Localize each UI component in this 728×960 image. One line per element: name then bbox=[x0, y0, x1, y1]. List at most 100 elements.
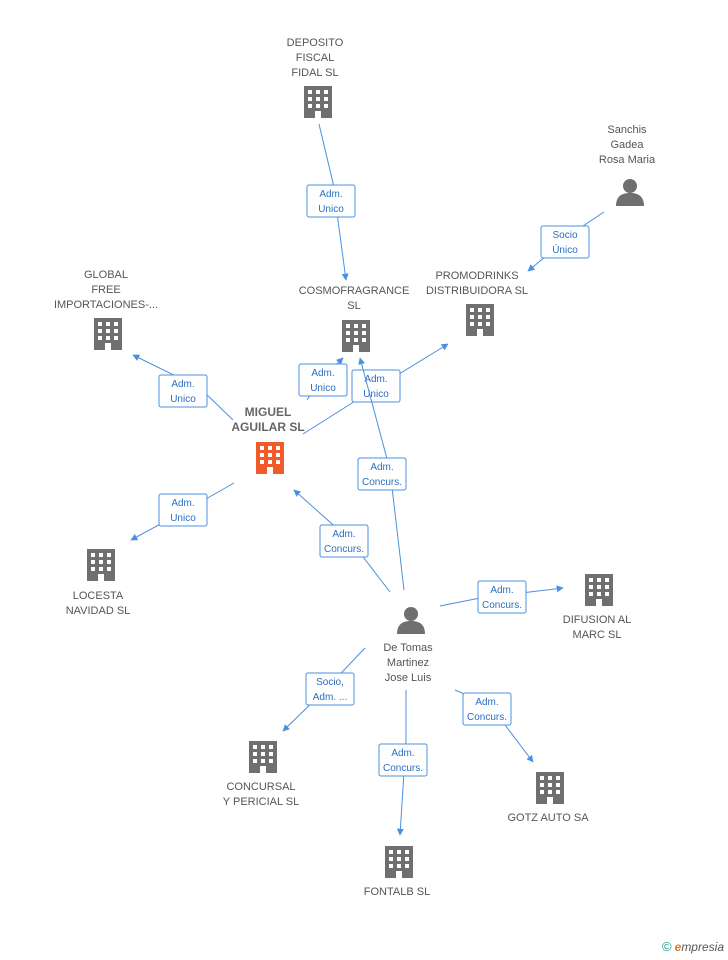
node-label-line: Sanchis bbox=[607, 124, 647, 136]
edge-label-line: Concurs. bbox=[324, 544, 364, 555]
edge-line bbox=[318, 123, 349, 281]
node-label-line: SL bbox=[347, 300, 360, 312]
node-label-line: FONTALB SL bbox=[364, 886, 430, 898]
edge-miguel-to-global[interactable]: Adm. Unico bbox=[132, 354, 234, 421]
building-icon[interactable] bbox=[585, 574, 613, 606]
building-icon[interactable] bbox=[304, 86, 332, 118]
edge-label-box[interactable] bbox=[305, 672, 355, 706]
person-icon[interactable] bbox=[616, 179, 644, 206]
edge-label-line: Socio bbox=[552, 230, 577, 241]
building-icon[interactable] bbox=[466, 304, 494, 336]
edge-label-box[interactable] bbox=[298, 363, 348, 397]
edge-detomas-to-cosmo[interactable]: Adm. Concurs. bbox=[357, 357, 407, 591]
building-icon[interactable] bbox=[342, 320, 370, 352]
building-icon[interactable] bbox=[385, 846, 413, 878]
edge-label-line: Unico bbox=[318, 204, 344, 215]
edge-detomas-to-gotz[interactable]: Adm.Concurs. bbox=[454, 689, 534, 763]
edge-label-box[interactable] bbox=[540, 225, 590, 259]
edge-label-line: Unico bbox=[310, 383, 336, 394]
node-label-line: LOCESTA bbox=[73, 590, 124, 602]
node-locesta[interactable]: LOCESTA NAVIDAD SL bbox=[66, 549, 131, 617]
edge-label-line: Concurs. bbox=[482, 600, 522, 611]
node-deposito[interactable]: DEPOSITO FISCAL FIDAL SL bbox=[287, 37, 344, 118]
edge-label-line: Adm. bbox=[391, 748, 414, 759]
edge-label-box[interactable] bbox=[462, 692, 512, 726]
edge-label-box[interactable] bbox=[158, 374, 208, 408]
edge-detomas-to-miguel[interactable]: Adm.Concurs. bbox=[293, 489, 391, 593]
edge-label-box[interactable] bbox=[351, 369, 401, 403]
node-label-line: DIFUSION AL bbox=[563, 614, 631, 626]
building-icon[interactable] bbox=[536, 772, 564, 804]
edge-label-line: Concurs. bbox=[383, 763, 423, 774]
node-label-line: Martinez bbox=[387, 657, 429, 669]
building-icon[interactable] bbox=[94, 318, 122, 350]
node-concursal[interactable]: CONCURSAL Y PERICIAL SL bbox=[223, 741, 299, 808]
empresia-logo[interactable]: ©empresia bbox=[662, 939, 724, 954]
node-global[interactable]: GLOBALFREEIMPORTACIONES-... bbox=[54, 269, 158, 350]
node-label-line: Y PERICIAL SL bbox=[223, 796, 299, 808]
node-gotz[interactable]: GOTZ AUTO SA bbox=[507, 772, 589, 824]
edge-label-line: Unico bbox=[363, 389, 389, 400]
edge-label-box[interactable] bbox=[357, 457, 407, 491]
building-icon[interactable] bbox=[249, 741, 277, 773]
edge-deposito-to-cosmo[interactable]: Adm. Unico bbox=[306, 123, 356, 281]
node-label-line: Jose Luis bbox=[385, 672, 432, 684]
node-fontalb[interactable]: FONTALB SL bbox=[364, 846, 430, 898]
node-label-line: DISTRIBUIDORA SL bbox=[426, 285, 528, 297]
node-label-line: NAVIDAD SL bbox=[66, 605, 131, 617]
edges-layer: Adm.UnicoSocioÚnicoAdm.UnicoAdm.UnicoAdm… bbox=[130, 123, 605, 836]
edge-label-line: Adm. bbox=[319, 189, 342, 200]
edge-label-line: Adm. bbox=[370, 462, 393, 473]
node-label-line: GLOBAL bbox=[84, 269, 128, 281]
edge-label-box[interactable] bbox=[158, 493, 208, 527]
node-label-line: FISCAL bbox=[296, 52, 335, 64]
brand-initial: e bbox=[674, 940, 682, 954]
node-label-line: CONCURSAL bbox=[226, 781, 295, 793]
edge-label-line: Unico bbox=[170, 394, 196, 405]
edge-detomas-to-fontalb[interactable]: Adm. Concurs. bbox=[378, 690, 428, 836]
edge-detomas-to-concursal[interactable]: Socio, Adm. ... bbox=[282, 647, 366, 732]
edge-label-line: Adm. bbox=[490, 585, 513, 596]
edge-label-line: Adm. bbox=[311, 368, 334, 379]
person-icon[interactable] bbox=[397, 607, 425, 634]
node-difusion[interactable]: DIFUSION AL MARC SL bbox=[563, 574, 631, 641]
edge-label-line: Adm. bbox=[171, 498, 194, 509]
edge-label-line: Único bbox=[552, 243, 578, 256]
node-label-line: Rosa Maria bbox=[599, 154, 656, 166]
edge-label-box[interactable] bbox=[378, 743, 428, 777]
edge-detomas-to-difusion[interactable]: Adm. Concurs. bbox=[439, 580, 564, 614]
brand-name: mpresia bbox=[681, 940, 724, 954]
node-label-line: AGUILAR SL bbox=[231, 420, 304, 434]
node-label-line: Gadea bbox=[610, 139, 644, 151]
node-label-line: COSMOFRAGRANCE bbox=[299, 285, 410, 297]
edge-label-box[interactable] bbox=[306, 184, 356, 218]
edge-miguel-to-locesta[interactable]: Adm.Unico bbox=[130, 482, 235, 541]
building-icon[interactable] bbox=[256, 442, 284, 474]
node-label-line: MIGUEL bbox=[245, 405, 292, 419]
edge-label-line: Adm. bbox=[171, 379, 194, 390]
node-label-line: MARC SL bbox=[573, 629, 622, 641]
node-label-line: FIDAL SL bbox=[291, 67, 338, 79]
edge-label-line: Adm. ... bbox=[313, 692, 347, 703]
node-label-line: IMPORTACIONES-... bbox=[54, 299, 158, 311]
edge-label-line: Concurs. bbox=[467, 712, 507, 723]
edge-line bbox=[396, 690, 407, 836]
node-label-line: DEPOSITO bbox=[287, 37, 344, 49]
copyright-icon: © bbox=[662, 939, 672, 954]
edge-label-line: Socio, bbox=[316, 677, 344, 688]
node-cosmo[interactable]: COSMOFRAGRANCE SL bbox=[299, 285, 410, 352]
edge-label-line: Adm. bbox=[364, 374, 387, 385]
edge-miguel-to-promodrinks[interactable]: Adm. Unico bbox=[302, 343, 449, 435]
edge-label-box[interactable] bbox=[319, 524, 369, 558]
edge-label-box[interactable] bbox=[477, 580, 527, 614]
edge-label-line: Concurs. bbox=[362, 477, 402, 488]
building-icon[interactable] bbox=[87, 549, 115, 581]
edge-miguel-to-cosmo[interactable]: Adm. Unico bbox=[298, 357, 348, 401]
node-label-line: GOTZ AUTO SA bbox=[507, 812, 589, 824]
